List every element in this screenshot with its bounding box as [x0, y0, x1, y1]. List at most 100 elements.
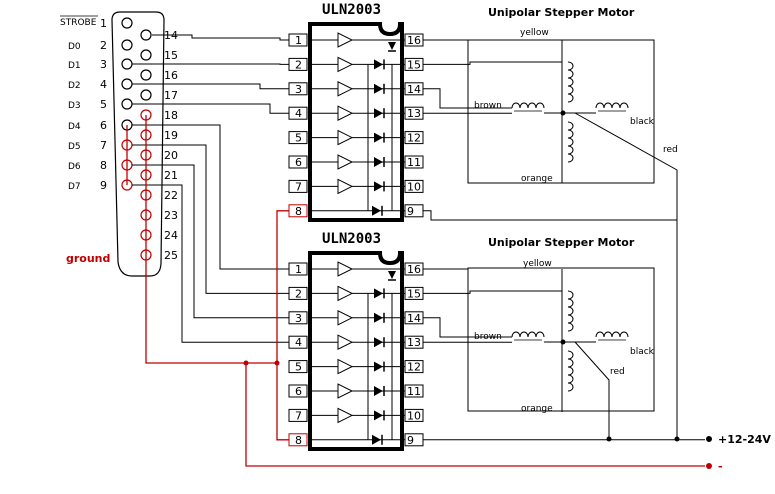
chip-pin-number: 1	[295, 263, 302, 276]
chip-pin-box	[288, 179, 308, 193]
chip-pin-number: 2	[295, 58, 302, 71]
chip-pin-number: 13	[407, 336, 421, 349]
motor-title-bottom: Unipolar Stepper Motor	[488, 236, 635, 249]
pin-number-label: 4	[100, 78, 107, 91]
diode-icon	[374, 108, 383, 119]
chip-pin-number: 13	[407, 107, 421, 120]
stepper-motor-top: Unipolar Stepper Motor yellow brown blac…	[467, 6, 678, 184]
pin-number-label: 15	[164, 49, 178, 62]
chip-pin-number: 11	[407, 385, 421, 398]
motor-title-top: Unipolar Stepper Motor	[488, 6, 635, 19]
pin-number-label: 18	[164, 109, 178, 122]
pin-number-label: 5	[100, 98, 107, 111]
chip-pin-number: 8	[295, 205, 302, 218]
pin-number-label: 17	[164, 89, 178, 102]
coil-icon	[567, 121, 574, 163]
chip-pin-box	[288, 408, 308, 422]
chip-pin-box	[404, 179, 424, 193]
connector-pin	[121, 39, 133, 51]
pin-number-label: 7	[100, 139, 107, 152]
wire	[132, 184, 289, 343]
diode-icon	[374, 337, 383, 348]
diode-icon	[388, 42, 396, 50]
wire	[152, 34, 289, 41]
chip-pin-box	[288, 131, 308, 145]
pin-number-label: 16	[164, 69, 178, 82]
junction-dot	[243, 360, 249, 366]
wire	[245, 363, 705, 467]
chip-pin-number: 7	[295, 180, 302, 193]
diode-icon	[374, 59, 383, 70]
wire	[423, 317, 512, 338]
chip-pin-number: 2	[295, 287, 302, 300]
diode-icon	[374, 312, 383, 323]
wire-label-red: red	[610, 367, 625, 377]
chip-pin-number: 15	[407, 287, 421, 300]
wire	[423, 88, 512, 109]
connector-pin	[140, 49, 152, 61]
wire-label-red: red	[663, 145, 678, 155]
chip-pin-number: 6	[295, 156, 302, 169]
wire-label-black: black	[630, 347, 655, 357]
connector-pin	[121, 78, 133, 90]
pin-number-label: 8	[100, 159, 107, 172]
diode-icon	[374, 288, 383, 299]
wire-label-orange: orange	[521, 404, 553, 414]
coil-icon	[567, 350, 574, 392]
coil-icon	[595, 331, 629, 338]
pin-number-label: 20	[164, 149, 178, 162]
connector-pin	[121, 98, 133, 110]
chip-pin-number: 9	[407, 205, 414, 218]
pin-number-label: 24	[164, 229, 178, 242]
wire	[423, 210, 677, 221]
chip-title-top: ULN2003	[322, 2, 381, 18]
chip-pin-number: 9	[407, 434, 414, 447]
junction-dot	[674, 436, 680, 442]
wire	[132, 103, 289, 114]
connector-pin	[121, 58, 133, 70]
chip-pin-number: 7	[295, 409, 302, 422]
pin-number-label: 6	[100, 119, 107, 132]
chip-pin-box	[288, 155, 308, 169]
strobe-label: STROBE	[60, 18, 97, 28]
signal-label: D5	[68, 142, 81, 152]
chip-pin-number: 15	[407, 58, 421, 71]
chip-pin-number: 3	[295, 312, 302, 325]
coil-icon	[595, 102, 629, 109]
signal-label: D6	[68, 162, 81, 172]
chip-pin-number: 4	[295, 107, 302, 120]
chip-pin-box	[404, 384, 424, 398]
wire	[423, 290, 562, 294]
wire	[276, 210, 289, 441]
pin-number-label: 21	[164, 169, 178, 182]
signal-label: D3	[68, 101, 81, 111]
chip-pin-box	[404, 155, 424, 169]
chip-pin-number: 4	[295, 336, 302, 349]
power-negative-label: -	[718, 460, 723, 473]
chip-title-bottom: ULN2003	[322, 231, 381, 247]
chip-pin-box	[288, 384, 308, 398]
signal-label: D0	[68, 42, 81, 52]
chip-pin-number: 11	[407, 156, 421, 169]
wire	[423, 61, 562, 65]
diode-icon	[374, 361, 383, 372]
chip-pin-number: 16	[407, 34, 421, 47]
pin-number-label: 25	[164, 249, 178, 262]
chip-pin-number: 14	[407, 83, 421, 96]
coil-icon	[511, 331, 545, 338]
chip-pin-number: 14	[407, 312, 421, 325]
diode-icon	[374, 410, 383, 421]
pin-number-label: 1	[100, 17, 107, 30]
chip-pin-number: 8	[295, 434, 302, 447]
wire	[145, 262, 277, 364]
chip-pin-number: 16	[407, 263, 421, 276]
ground-label: ground	[66, 252, 110, 265]
uln2003-chip-bottom: ULN2003	[308, 231, 404, 451]
power-positive-label: +12-24V	[718, 433, 771, 446]
wire	[132, 164, 289, 319]
power-terminals: +12-24V -	[706, 433, 771, 473]
wire-label-yellow: yellow	[520, 28, 549, 38]
diode-icon	[372, 205, 381, 216]
chip-pin-number: 5	[295, 361, 302, 374]
